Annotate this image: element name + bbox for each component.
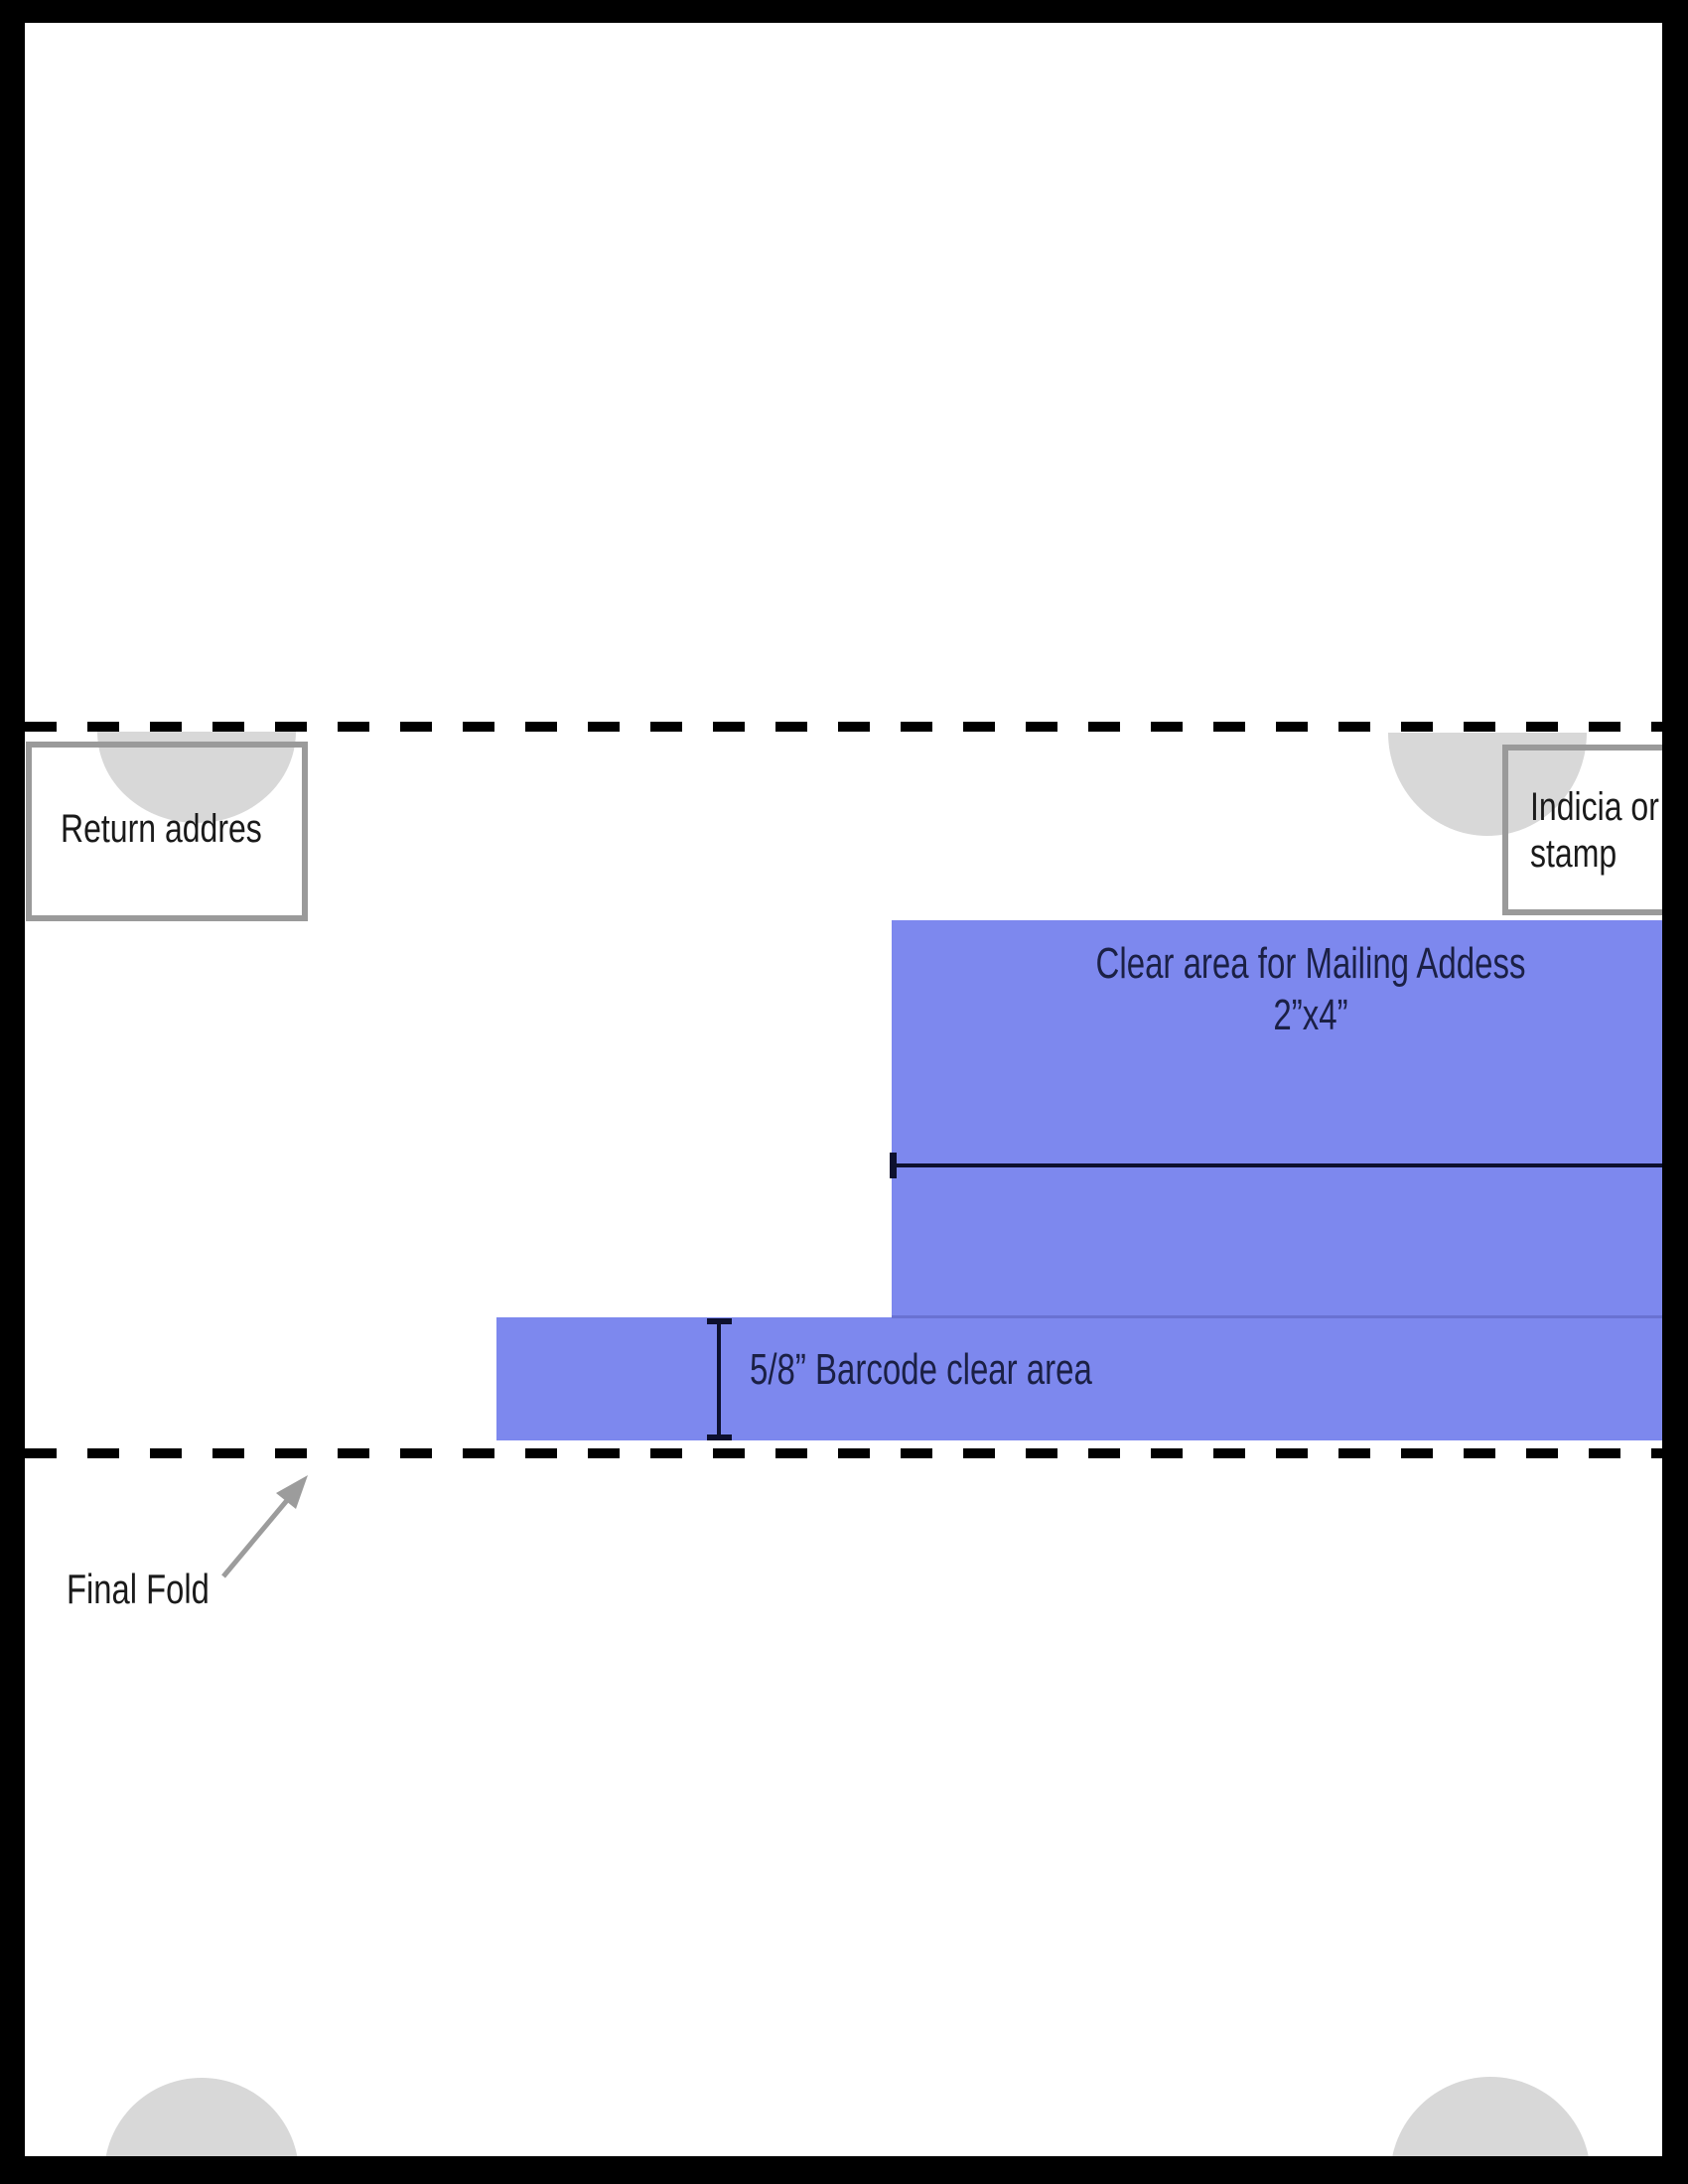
barcode-dimension-top-cap bbox=[707, 1318, 732, 1324]
barcode-dimension-bottom-cap bbox=[707, 1434, 732, 1440]
indicia-label-line1: Indicia or bbox=[1530, 785, 1659, 829]
final-fold-line bbox=[25, 1448, 1662, 1458]
return-address-box: Return addres bbox=[26, 742, 308, 921]
final-fold-label: Final Fold bbox=[67, 1566, 210, 1612]
barcode-clear-area bbox=[496, 1317, 1688, 1440]
clear-area-seam-line bbox=[892, 1315, 1688, 1318]
return-address-label: Return addres bbox=[61, 807, 262, 851]
wafer-seal-tab-bottom-left bbox=[104, 2078, 299, 2174]
barcode-area-label: 5/8” Barcode clear area bbox=[750, 1345, 1092, 1394]
indicia-label-line2: stamp bbox=[1530, 832, 1618, 876]
fold-arrow-icon bbox=[221, 1475, 308, 1578]
mailing-address-clear-area bbox=[892, 920, 1688, 1317]
barcode-height-dimension-line bbox=[717, 1318, 721, 1440]
mailing-area-label-line2: 2”x4” bbox=[1273, 991, 1348, 1039]
wafer-seal-tab-bottom-right bbox=[1390, 2077, 1591, 2177]
mailing-area-label-line1: Clear area for Mailing Addess bbox=[1095, 939, 1526, 988]
top-fold-line bbox=[25, 722, 1662, 732]
width-dimension-left-tick bbox=[890, 1153, 897, 1178]
width-dimension-line bbox=[892, 1163, 1663, 1167]
